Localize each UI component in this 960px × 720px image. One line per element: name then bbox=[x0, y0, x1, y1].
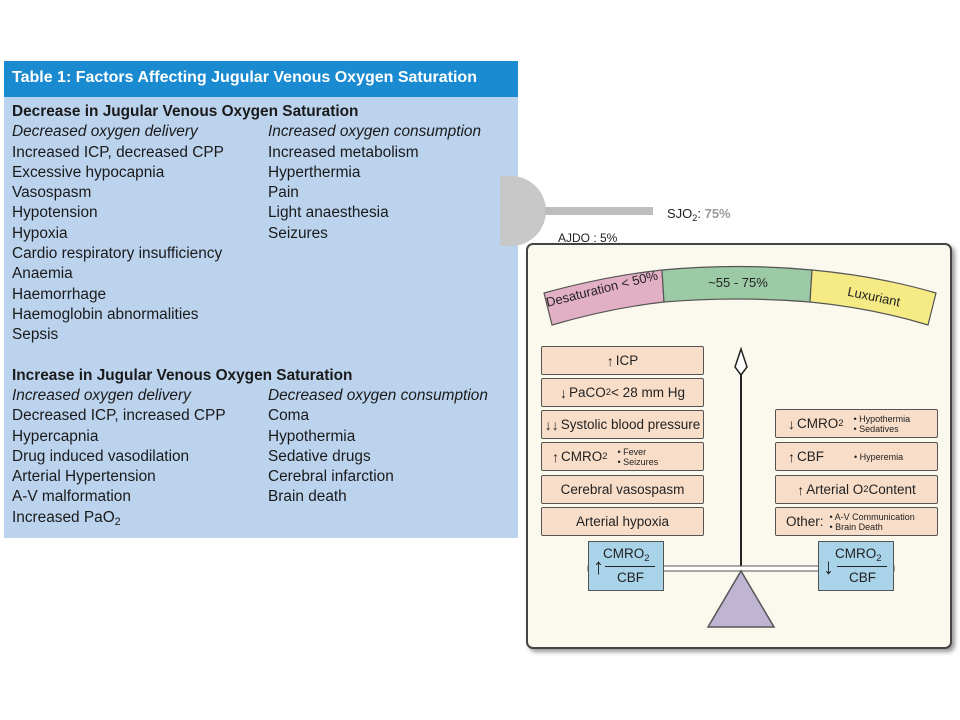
head-graphic bbox=[500, 176, 546, 246]
decrease-heading: Decrease in Jugular Venous Oxygen Satura… bbox=[12, 103, 359, 120]
list-item: Anaemia bbox=[12, 265, 73, 282]
ratio-right-box: ↓ CMRO2 CBF bbox=[818, 541, 894, 591]
list-item: Hypotension bbox=[12, 204, 98, 221]
up-arrow-icon: ↑ bbox=[593, 554, 604, 579]
list-item: Arterial Hypertension bbox=[12, 468, 156, 485]
balance-diagram: Desaturation < 50% ~55 - 75% Luxuriant ↑… bbox=[526, 243, 952, 649]
vasospasm-box: Cerebral vasospasm bbox=[541, 475, 704, 504]
list-item: Sedative drugs bbox=[268, 448, 371, 465]
ratio-left-numerator: CMRO2 bbox=[603, 546, 650, 564]
ratio-right-numerator: CMRO2 bbox=[835, 546, 882, 564]
list-item: Hypercapnia bbox=[12, 428, 99, 445]
increase-col2-heading: Decreased oxygen consumption bbox=[268, 387, 488, 404]
up-arrow-icon: ↑ bbox=[788, 448, 795, 465]
systolic-bp-box: ↓↓Systolic blood pressure bbox=[541, 410, 704, 439]
ratio-left-box: ↑ CMRO2 CBF bbox=[588, 541, 664, 591]
list-item: Coma bbox=[268, 407, 310, 424]
list-item: Haemorrhage bbox=[12, 286, 107, 303]
up-arrow-icon: ↑ bbox=[552, 448, 559, 465]
list-item: Sepsis bbox=[12, 326, 59, 343]
catheter-graphic bbox=[545, 207, 653, 215]
list-item: Vasospasm bbox=[12, 184, 92, 201]
list-item: Seizures bbox=[268, 225, 328, 242]
list-item: Increased ICP, decreased CPP bbox=[12, 144, 224, 161]
list-item: Light anaesthesia bbox=[268, 204, 389, 221]
down-arrow-icon: ↓ bbox=[823, 554, 834, 579]
increase-col1-heading: Increased oxygen delivery bbox=[12, 387, 191, 404]
balance-fulcrum bbox=[706, 569, 776, 628]
ratio-right-bar bbox=[837, 566, 887, 567]
table-title: Table 1: Factors Affecting Jugular Venou… bbox=[4, 61, 518, 97]
list-item: Hyperthermia bbox=[268, 164, 361, 181]
list-item: Drug induced vasodilation bbox=[12, 448, 190, 465]
list-item: Excessive hypocapnia bbox=[12, 164, 165, 181]
ajdo2-label: AJDO : 5% bbox=[558, 231, 618, 245]
cbf-box: ↑CBF• Hyperemia bbox=[775, 442, 938, 471]
decrease-col1-heading: Decreased oxygen delivery bbox=[12, 123, 198, 140]
list-item: Cerebral infarction bbox=[268, 468, 394, 485]
other-box: Other:• A-V Communication• Brain Death bbox=[775, 507, 938, 536]
list-item: Pain bbox=[268, 184, 299, 201]
down-arrow-icon: ↓ bbox=[788, 415, 795, 432]
down-arrow-icon: ↓ bbox=[560, 384, 568, 401]
list-item: A-V malformation bbox=[12, 488, 131, 505]
ratio-left-bar bbox=[605, 566, 655, 567]
increase-heading: Increase in Jugular Venous Oxygen Satura… bbox=[12, 367, 353, 384]
sjo2-label: SJO2: 75% bbox=[667, 206, 731, 223]
list-item: Increased metabolism bbox=[268, 144, 419, 161]
list-item: Hypoxia bbox=[12, 225, 68, 242]
icp-box: ↑ICP bbox=[541, 346, 704, 375]
list-item: Cardio respiratory insufficiency bbox=[12, 245, 223, 262]
arc-label-normal: ~55 - 75% bbox=[708, 275, 768, 290]
hypoxia-box: Arterial hypoxia bbox=[541, 507, 704, 536]
balance-graphic: Desaturation < 50% ~55 - 75% Luxuriant bbox=[543, 265, 937, 628]
up-arrow-icon: ↑ bbox=[606, 352, 614, 369]
ratio-left-denominator: CBF bbox=[617, 570, 644, 585]
ratio-right-denominator: CBF bbox=[849, 570, 876, 585]
list-item: Hypothermia bbox=[268, 428, 356, 445]
list-item: Increased PaO2 bbox=[12, 509, 121, 528]
list-item: Brain death bbox=[268, 488, 347, 505]
double-down-arrow-icon: ↓↓ bbox=[544, 416, 559, 433]
list-item: Decreased ICP, increased CPP bbox=[12, 407, 226, 424]
list-item: Haemoglobin abnormalities bbox=[12, 306, 199, 323]
up-arrow-icon: ↑ bbox=[797, 481, 805, 498]
arc-segment-luxuriant bbox=[809, 269, 937, 326]
factors-table: Table 1: Factors Affecting Jugular Venou… bbox=[4, 61, 518, 538]
needle-tip bbox=[734, 346, 748, 377]
decrease-col2-heading: Increased oxygen consumption bbox=[268, 123, 482, 140]
